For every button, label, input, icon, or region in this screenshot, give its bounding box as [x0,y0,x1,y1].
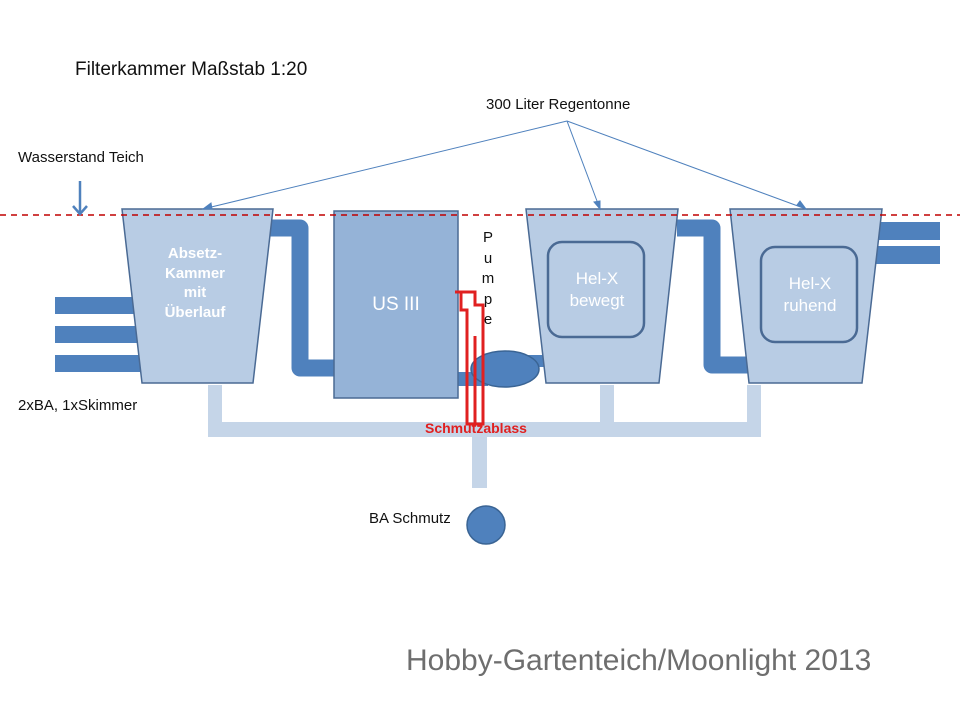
us3-chamber [333,210,459,399]
settling-chamber [121,208,274,384]
pump-letter: p [483,290,493,308]
helx-moving-basket [546,240,646,339]
inlets-label: 2xBA, 1xSkimmer [18,397,138,414]
water-level-label: Wasserstand Teich [18,149,144,166]
pump-label: P u m p e [481,228,495,331]
diagram-title: Filterkammer Maßstab 1:20 [75,59,308,80]
dirt-drain-label: Schmutzablass [425,420,527,436]
pump-letter: m [481,270,495,287]
inlet-pipes [55,297,141,372]
helx-resting-basket [759,245,859,344]
settling-chamber-label: Absetz- Kammer mit Überlauf [164,245,226,321]
ba-dirt-outlet [466,505,506,545]
drain-pipes [208,385,761,488]
connecting-pipes [268,219,748,377]
rain-barrel-pointers [201,120,808,211]
rain-barrel-label: 300 Liter Regentonne [486,96,631,113]
helx-moving-label: Hel-X bewegt [569,268,625,310]
helx-resting-label: Hel-X ruhend [783,273,837,315]
dirt-drain-outline [455,290,485,426]
water-level-arrow [72,181,88,216]
us3-label: US III [372,293,420,315]
pump-letter: e [483,311,493,328]
ba-dirt-label: BA Schmutz [369,510,451,527]
pump-letter: u [483,249,493,267]
pump [470,350,540,388]
pump-letter: P [482,229,493,246]
credit-text: Hobby-Gartenteich/Moonlight 2013 [406,644,872,677]
outlet-pipes [876,222,940,264]
